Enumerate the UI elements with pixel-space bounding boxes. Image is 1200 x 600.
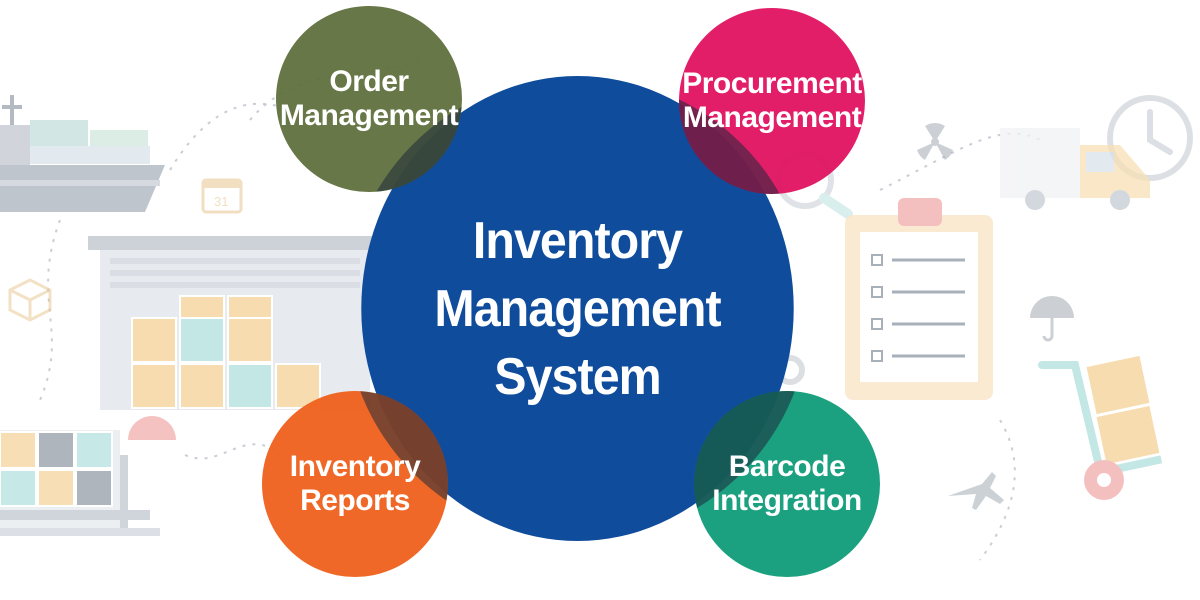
airplane-icon (948, 472, 1004, 510)
ship-icon (0, 95, 165, 212)
procurement-management-label: Procurement Management (679, 8, 865, 194)
calendar-icon: 31 (201, 178, 243, 214)
reports-label-line-1-top: Inventory (289, 450, 421, 483)
clipboard-icon (845, 198, 993, 400)
barcode-integration-label: Barcode Integration (694, 391, 880, 577)
svg-text:31: 31 (214, 194, 228, 209)
hand-truck-icon (1038, 353, 1163, 500)
truck-icon (1000, 128, 1150, 210)
order-label-line-2-top: Management (279, 99, 459, 132)
barcode-label-line-2-top: Integration (712, 484, 862, 517)
barcode-label-line-1-top: Barcode (728, 450, 846, 483)
center-title-line-2: Management (434, 279, 721, 338)
warehouse-icon (88, 236, 378, 410)
center-title-line-1: Inventory (472, 211, 683, 270)
order-management-label: Order Management (276, 6, 462, 192)
radiation-icon (917, 122, 953, 160)
inventory-reports-label: Inventory Reports (262, 391, 448, 577)
order-label-line-1-top: Order (329, 65, 409, 98)
clock-icon (1107, 95, 1193, 181)
package-icon (8, 278, 52, 322)
scale-icon (0, 416, 176, 536)
reports-label-line-2-top: Reports (300, 484, 410, 517)
procurement-label-line-2-top: Management (682, 101, 862, 134)
umbrella-icon (1030, 296, 1074, 342)
center-title-line-3: System (494, 347, 661, 406)
procurement-label-line-1-top: Procurement (682, 67, 862, 100)
